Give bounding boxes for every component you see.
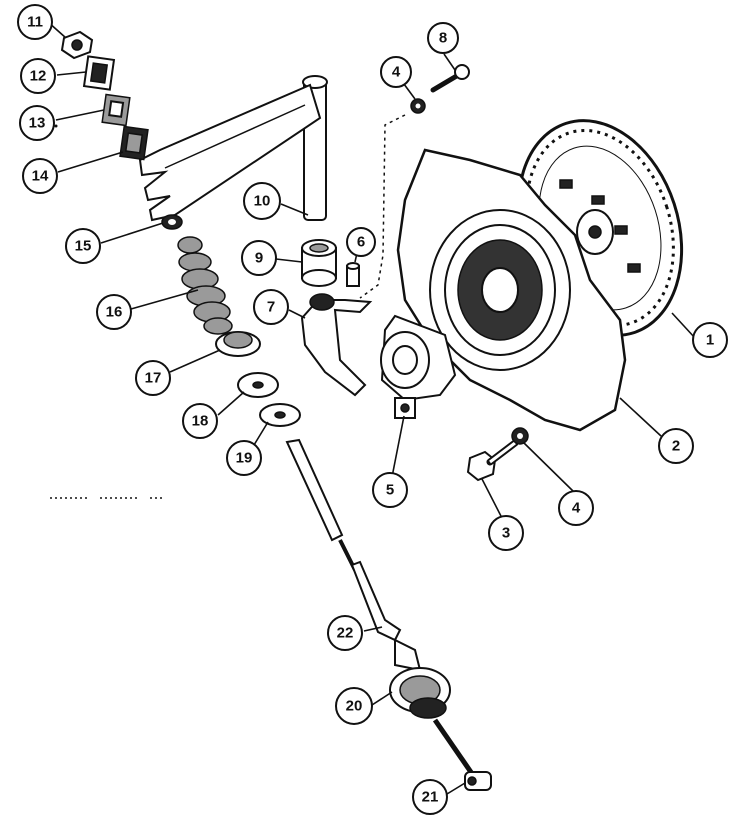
svg-text:22: 22 [337,625,354,642]
svg-text:6: 6 [357,234,365,251]
callout-6: 6 [346,227,376,257]
callout-10: 10 [243,182,281,220]
callout-13: 13 [19,105,55,141]
svg-text:9: 9 [255,250,263,267]
svg-text:11: 11 [27,14,43,31]
svg-text:4: 4 [572,500,581,517]
svg-text:19: 19 [236,450,253,467]
callout-20: 20 [335,687,373,725]
callout-4a: 4 [380,56,412,88]
svg-text:13: 13 [29,115,46,132]
svg-text:10: 10 [254,193,271,210]
washer-part [410,98,529,445]
pushrod-part [285,438,344,542]
rubber-boot-part [177,236,233,335]
plate-part [119,125,149,161]
release-fork-part [300,293,373,397]
pressure-plate-part [396,148,627,432]
svg-text:4: 4 [392,64,401,81]
svg-text:12: 12 [30,68,47,85]
small-bolt-part [430,64,470,93]
svg-text:20: 20 [346,698,363,715]
callout-21: 21 [412,779,448,815]
svg-text:8: 8 [439,30,447,47]
callout-11: 11 [17,4,53,40]
callout-18: 18 [182,403,218,439]
callout-3: 3 [488,515,524,551]
release-bearing-part [380,314,457,419]
callout-15: 15 [65,228,101,264]
svg-text:7: 7 [267,299,275,316]
seal-part [237,372,279,398]
callout-1: 1 [692,322,728,358]
circlip-part [161,214,183,230]
callout-14: 14 [22,158,58,194]
callout-8: 8 [427,22,459,54]
slave-cylinder-part [389,638,451,719]
callout-9: 9 [241,240,277,276]
callout-4b: 4 [558,490,594,526]
callout-19: 19 [226,440,262,476]
svg-text:15: 15 [75,238,92,255]
callout-5: 5 [372,472,408,508]
callout-22: 22 [327,615,363,651]
cup-part [215,331,261,357]
bushing-part [301,239,337,287]
svg-text:3: 3 [502,525,510,542]
clevis-part [432,718,492,791]
svg-text:18: 18 [192,413,209,430]
svg-text:21: 21 [422,789,439,806]
callout-16: 16 [96,294,132,330]
callouts: 1 2 3 4 4 5 6 7 8 9 10 11 12 13 14 15 16… [17,4,728,815]
rubber-mount-part [101,93,131,127]
svg-text:17: 17 [145,370,162,387]
svg-text:14: 14 [32,168,49,185]
nut-part [60,30,94,60]
callout-2: 2 [658,428,694,464]
svg-text:16: 16 [106,304,123,321]
washer-seal-part [259,403,301,427]
callout-7: 7 [253,289,289,325]
release-fork-shaft-part [138,75,328,222]
dowel-part [346,262,360,287]
callout-12: 12 [20,58,56,94]
svg-text:1: 1 [706,332,714,349]
piston-rod-part [338,539,402,642]
callout-17: 17 [135,360,171,396]
svg-text:2: 2 [672,438,680,455]
bracket-block-part [82,55,116,91]
bolt-part [466,439,519,482]
svg-text:5: 5 [386,482,394,499]
